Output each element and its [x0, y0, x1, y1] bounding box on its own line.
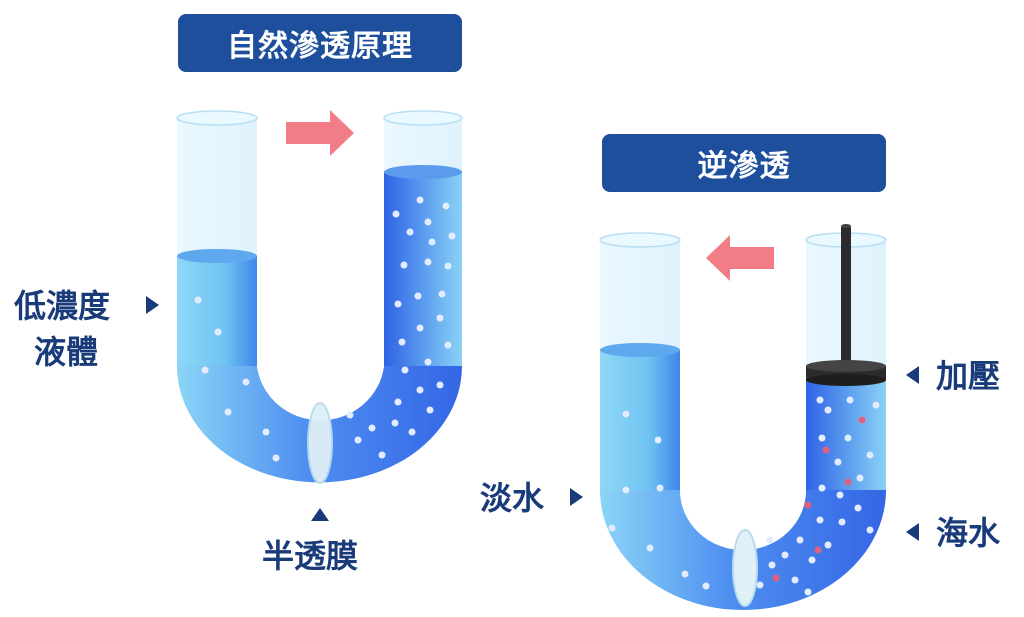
low-concentration-label: 低濃度	[14, 286, 110, 326]
right-water-particles	[608, 396, 880, 596]
seawater-pointer-icon	[906, 523, 919, 541]
left-tube-glass-right-arm	[384, 118, 462, 174]
fresh-water-pointer-icon	[570, 488, 583, 506]
reverse-flow-arrow	[706, 235, 774, 281]
seawater	[806, 378, 886, 490]
reverse-osmosis-title: 逆滲透	[602, 134, 886, 192]
pressure-label-text: 加壓	[936, 357, 1001, 395]
low-concentration-line1: 低濃度	[14, 287, 111, 325]
left-particles	[194, 196, 456, 462]
membrane-label-text: 半透膜	[262, 537, 359, 575]
left-semipermeable-membrane	[307, 402, 333, 484]
low-concentration-label-line2: 液體	[34, 332, 98, 372]
right-semipermeable-membrane	[732, 529, 758, 607]
pressure-piston	[806, 224, 886, 386]
low-concentration-line2: 液體	[34, 333, 99, 371]
right-water-surface	[384, 165, 462, 179]
seawater-label-text: 海水	[936, 514, 1001, 552]
pressure-pointer-icon	[906, 366, 919, 384]
reverse-osmosis-utube	[599, 224, 887, 610]
right-tube-glass-left-arm	[600, 240, 680, 352]
natural-osmosis-title-text: 自然滲透原理	[227, 29, 413, 64]
fresh-water-label-text: 淡水	[480, 479, 545, 517]
salt-particles	[772, 416, 866, 582]
natural-osmosis-title: 自然滲透原理	[178, 14, 462, 72]
membrane-label: 半透膜	[262, 536, 358, 576]
low-concentration-water	[177, 256, 257, 366]
pressure-label: 加壓	[936, 356, 1000, 396]
fresh-water-label: 淡水	[480, 478, 544, 518]
left-tube-glass-left-arm	[177, 118, 257, 256]
membrane-pointer-icon	[311, 508, 329, 521]
reverse-osmosis-title-text: 逆滲透	[697, 149, 791, 184]
low-concentration-pointer-icon	[146, 296, 159, 314]
seawater-label: 海水	[936, 513, 1000, 553]
osmosis-direction-arrow	[286, 110, 354, 156]
fresh-water	[600, 350, 680, 490]
natural-osmosis-utube	[176, 110, 463, 484]
left-water-surface	[177, 249, 257, 263]
